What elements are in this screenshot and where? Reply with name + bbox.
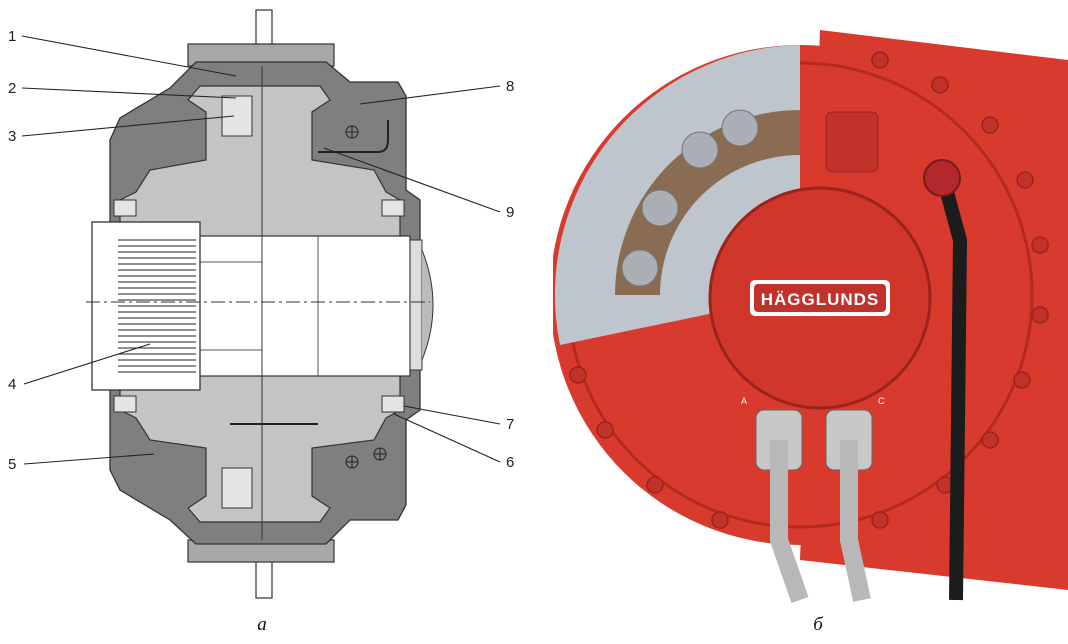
callout-1: 1 (8, 28, 16, 45)
bearing (381, 395, 405, 413)
cross-section-drawing: 1 2 3 4 5 6 7 8 9 (8, 9, 514, 599)
piston-top (221, 95, 253, 137)
cam-ring (615, 110, 800, 295)
spline-teeth (118, 239, 196, 373)
oil-channel (318, 120, 389, 153)
central-bore (197, 235, 411, 377)
brand-text: HÄGGLUNDS (761, 290, 880, 309)
callout-leaders (21, 35, 501, 465)
rim-bolts (569, 51, 1049, 529)
callout-5: 5 (8, 456, 16, 473)
end-cap (421, 249, 434, 361)
callout-4: 4 (8, 376, 16, 393)
drain-hose (938, 183, 968, 601)
pistons (621, 109, 759, 287)
piston-bottom (221, 467, 253, 509)
drain-fitting (923, 159, 961, 197)
port-label-c: C (878, 396, 885, 406)
bottom-shaft-stub (255, 559, 273, 599)
callout-8: 8 (506, 78, 514, 95)
end-cover (409, 239, 423, 371)
pressure-pipe (770, 440, 809, 603)
callout-3: 3 (8, 128, 16, 145)
valve-block (825, 111, 879, 173)
bearing (113, 199, 137, 217)
bearing (381, 199, 405, 217)
bolt-hole (345, 125, 387, 469)
return-pipe (840, 440, 871, 602)
port-label-a: A (741, 396, 747, 406)
motor-render: HÄGGLUNDS A C (553, 30, 1068, 603)
callout-9: 9 (506, 204, 514, 221)
top-shaft-stub (255, 9, 273, 47)
callout-7: 7 (506, 416, 514, 433)
caption-b: б (813, 614, 823, 635)
callout-2: 2 (8, 80, 16, 97)
caption-a: a (257, 614, 267, 635)
callout-6: 6 (506, 454, 514, 471)
brand-plate-inner (754, 284, 886, 312)
bearing (113, 395, 137, 413)
